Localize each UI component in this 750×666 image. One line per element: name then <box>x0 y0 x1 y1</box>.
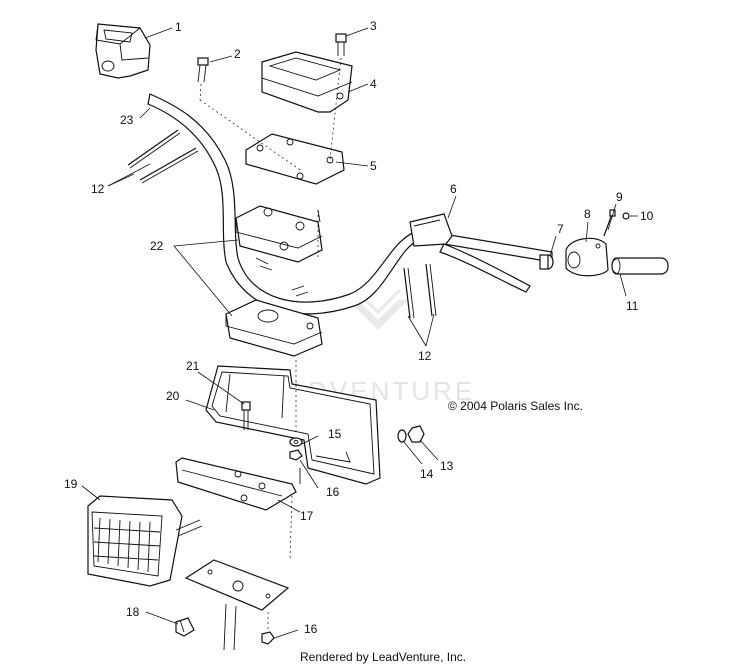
part-14-washer <box>397 429 407 443</box>
callout-1: 1 <box>175 20 182 34</box>
callout-21: 21 <box>186 359 200 373</box>
callout-18: 18 <box>126 605 140 619</box>
callout-12-right: 12 <box>418 349 432 363</box>
part-5-plate <box>245 133 345 185</box>
callout-11: 11 <box>626 299 639 313</box>
callout-4: 4 <box>370 77 377 91</box>
callout-14: 14 <box>420 467 434 481</box>
callout-19: 19 <box>64 477 78 491</box>
callout-15: 15 <box>328 427 342 441</box>
part-1-cover <box>95 23 151 79</box>
part-7-spacer <box>539 254 554 270</box>
footer-text: Rendered by LeadVenture, Inc. <box>300 650 466 664</box>
part-16-nut-upper <box>289 449 303 461</box>
part-23-handlebar <box>147 93 553 315</box>
part-12-strips-left <box>127 129 199 184</box>
part-15-washer <box>289 437 303 447</box>
leader-lines <box>81 27 638 639</box>
callout-9: 9 <box>616 190 623 204</box>
copyright-text: © 2004 Polaris Sales Inc. <box>448 399 583 413</box>
callout-6: 6 <box>450 182 457 196</box>
callout-5: 5 <box>370 159 377 173</box>
part-16-nut-lower <box>261 631 275 645</box>
callout-3: 3 <box>370 19 377 33</box>
callout-13: 13 <box>440 459 454 473</box>
callout-2: 2 <box>234 47 241 61</box>
part-17-bracket <box>175 457 297 511</box>
callout-17: 17 <box>300 509 314 523</box>
mounting-plate <box>184 559 290 651</box>
part-22-clamp-lower <box>225 299 323 357</box>
part-22-clamp-upper <box>235 205 323 263</box>
callout-10: 10 <box>640 209 654 223</box>
part-13-nut <box>407 425 425 443</box>
steering-column <box>267 210 319 632</box>
callout-22: 22 <box>150 239 164 253</box>
callout-16-lower: 16 <box>304 622 318 636</box>
callout-23: 23 <box>120 113 134 127</box>
part-10-nut <box>622 212 630 220</box>
callouts: 1 2 3 4 5 6 7 8 9 10 11 12 12 13 14 15 1… <box>64 19 654 636</box>
callout-7: 7 <box>557 222 564 236</box>
part-11-grip <box>611 257 669 275</box>
part-19-headlight <box>87 495 203 587</box>
part-4-clamp-cover <box>261 51 353 113</box>
callout-8: 8 <box>584 207 591 221</box>
part-6-brake-lever <box>409 213 531 293</box>
callout-12-left: 12 <box>91 182 105 196</box>
callout-16-upper: 16 <box>326 485 340 499</box>
callout-20: 20 <box>166 389 180 403</box>
part-8-throttle-housing <box>565 237 609 277</box>
part-3-bolt <box>335 33 347 56</box>
part-12-strips-right <box>403 263 437 319</box>
part-2-bolt <box>197 57 209 101</box>
part-20-rack <box>205 365 381 485</box>
part-18-clip <box>175 617 195 637</box>
alignment-lines <box>199 57 342 171</box>
part-21-bolt <box>241 401 251 430</box>
